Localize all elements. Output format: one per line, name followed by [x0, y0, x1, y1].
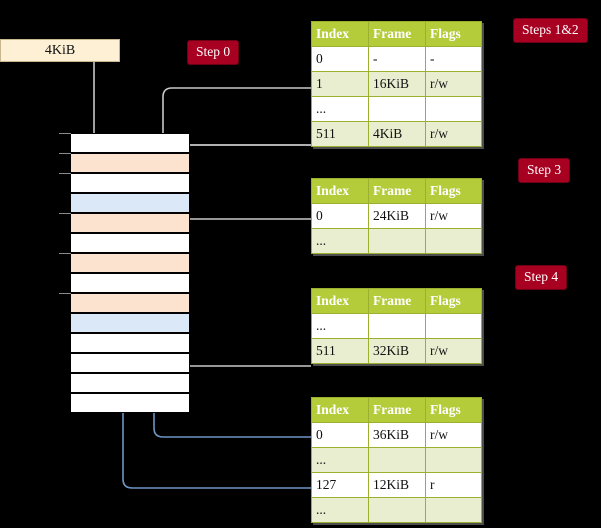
cell-index: 511: [311, 338, 369, 364]
cell-flags: [425, 96, 482, 122]
table-row: ...: [311, 228, 482, 254]
column-header-frame: Frame: [368, 21, 426, 47]
frame-tick-0: [59, 133, 71, 134]
column-header-flags: Flags: [425, 397, 482, 423]
column-header-index: Index: [311, 178, 369, 204]
cell-frame: [368, 447, 426, 473]
cell-frame: [368, 313, 426, 339]
table-row: ...: [311, 96, 482, 122]
cell-frame: 16KiB: [368, 71, 426, 97]
table-row: ...: [311, 447, 482, 473]
frame-tick-2: [59, 173, 71, 174]
cell-flags: r/w: [425, 71, 482, 97]
wire-step4: [175, 301, 311, 367]
cell-index: ...: [311, 313, 369, 339]
memory-frame-12: [70, 373, 190, 393]
memory-frame-11: [70, 353, 190, 373]
frame-tick-8: [59, 293, 71, 294]
cell-frame: 4KiB: [368, 121, 426, 147]
column-header-index: Index: [311, 288, 369, 314]
source-frame-box: 4KiB: [0, 39, 120, 62]
cell-index: 127: [311, 472, 369, 498]
column-header-index: Index: [311, 397, 369, 423]
cell-index: 511: [311, 121, 369, 147]
memory-frame-10: [70, 333, 190, 353]
column-header-flags: Flags: [425, 21, 482, 47]
column-header-frame: Frame: [368, 397, 426, 423]
memory-frame-6: [59, 253, 190, 273]
cell-flags: -: [425, 46, 482, 72]
column-header-frame: Frame: [368, 178, 426, 204]
memory-frame-7: [70, 273, 190, 293]
cell-flags: r/w: [425, 203, 482, 229]
frame-tick-1: [59, 153, 71, 154]
column-header-index: Index: [311, 21, 369, 47]
cell-flags: r: [425, 472, 482, 498]
wire-step3: [180, 218, 311, 268]
table-row: ...: [311, 497, 482, 523]
cell-flags: [425, 447, 482, 473]
label-steps-1-2: Steps 1&2: [514, 19, 587, 42]
column-header-flags: Flags: [425, 178, 482, 204]
memory-frame-9: [70, 313, 190, 333]
cell-flags: [425, 497, 482, 523]
cell-index: ...: [311, 497, 369, 523]
cell-index: 0: [311, 46, 369, 72]
cell-index: ...: [311, 447, 369, 473]
cell-frame: 32KiB: [368, 338, 426, 364]
cell-flags: [425, 228, 482, 254]
cell-index: ...: [311, 228, 369, 254]
column-header-flags: Flags: [425, 288, 482, 314]
cell-frame: 36KiB: [368, 422, 426, 448]
wire-steps12-b-seg: [172, 144, 311, 155]
cell-flags: r/w: [425, 338, 482, 364]
cell-index: ...: [311, 96, 369, 122]
cell-frame: 24KiB: [368, 203, 426, 229]
cell-frame: -: [368, 46, 426, 72]
frame-tick-6: [59, 253, 71, 254]
column-header-frame: Frame: [368, 288, 426, 314]
label-step-4: Step 4: [516, 266, 567, 289]
cell-index: 0: [311, 203, 369, 229]
physical-memory-column: [59, 133, 190, 415]
label-step-0: Step 0: [188, 41, 239, 64]
source-frame-label: 4KiB: [44, 42, 76, 58]
cell-frame: [368, 96, 426, 122]
frame-tick-4: [59, 213, 71, 214]
wire-steps12-b: [172, 144, 311, 154]
cell-index: 1: [311, 71, 369, 97]
memory-frame-4: [59, 213, 190, 233]
cell-frame: [368, 228, 426, 254]
cell-flags: r/w: [425, 121, 482, 147]
memory-frame-1: [59, 153, 190, 173]
cell-frame: 12KiB: [368, 472, 426, 498]
cell-flags: r/w: [425, 422, 482, 448]
table-row: ...: [311, 313, 482, 339]
memory-frame-13: [70, 393, 190, 413]
memory-frame-2: [59, 173, 190, 193]
cell-frame: [368, 497, 426, 523]
memory-frame-8: [59, 293, 190, 313]
label-step-3: Step 3: [519, 159, 570, 182]
cell-index: 0: [311, 422, 369, 448]
cell-flags: [425, 313, 482, 339]
table-row: 0--: [311, 46, 482, 72]
memory-frame-5: [70, 233, 190, 253]
memory-frame-3: [70, 193, 190, 213]
memory-frame-0: [59, 133, 190, 153]
